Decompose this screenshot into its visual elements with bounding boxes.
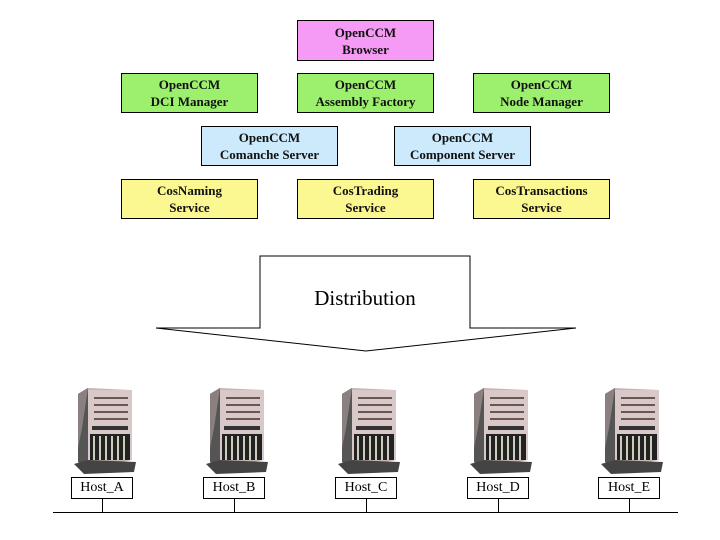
cos-transactions-service-box: CosTransactions Service (473, 179, 610, 219)
host-connector-line (366, 499, 367, 513)
box-line2: Service (521, 200, 562, 215)
openccm-comanche-server-box: OpenCCM Comanche Server (201, 126, 338, 166)
network-bus-line (53, 512, 678, 513)
host-label: Host_D (467, 477, 529, 499)
box-line2: Node Manager (500, 94, 583, 109)
host-connector-line (234, 499, 235, 513)
box-line1: CosTransactions (495, 183, 588, 198)
box-line2: DCI Manager (150, 94, 229, 109)
arrow-shape (155, 255, 577, 352)
server-tower-icon (601, 388, 663, 474)
box-line1: OpenCCM (334, 77, 397, 92)
host-label: Host_E (598, 477, 660, 499)
box-line1: OpenCCM (238, 130, 301, 145)
distribution-label: Distribution (314, 286, 416, 310)
openccm-dci-manager-box: OpenCCM DCI Manager (121, 73, 258, 113)
host-connector-line (102, 499, 103, 513)
box-line1: OpenCCM (334, 24, 397, 40)
cos-naming-service-box: CosNaming Service (121, 179, 258, 219)
box-line2: Browser (342, 41, 389, 57)
server-tower-icon (338, 388, 400, 474)
server-tower-icon (206, 388, 268, 474)
box-line1: CosNaming (156, 183, 222, 198)
host-label: Host_C (335, 477, 397, 499)
box-line2: Component Server (409, 147, 516, 162)
box-line2: Service (169, 200, 210, 215)
server-tower-icon (74, 388, 136, 474)
box-line1: OpenCCM (431, 130, 494, 145)
box-line1: CosTrading (332, 183, 399, 198)
box-line1: OpenCCM (510, 77, 573, 92)
openccm-component-server-box: OpenCCM Component Server (394, 126, 531, 166)
server-tower-icon (470, 388, 532, 474)
host-label: Host_B (203, 477, 265, 499)
host-connector-line (498, 499, 499, 513)
cos-trading-service-box: CosTrading Service (297, 179, 434, 219)
host-connector-line (629, 499, 630, 513)
box-line2: Service (345, 200, 386, 215)
host-label: Host_A (71, 477, 133, 499)
openccm-assembly-factory-box: OpenCCM Assembly Factory (297, 73, 434, 113)
box-line2: Assembly Factory (315, 94, 416, 109)
openccm-browser-box: OpenCCM Browser (297, 20, 434, 61)
openccm-node-manager-box: OpenCCM Node Manager (473, 73, 610, 113)
box-line1: OpenCCM (158, 77, 221, 92)
box-line2: Comanche Server (219, 147, 320, 162)
